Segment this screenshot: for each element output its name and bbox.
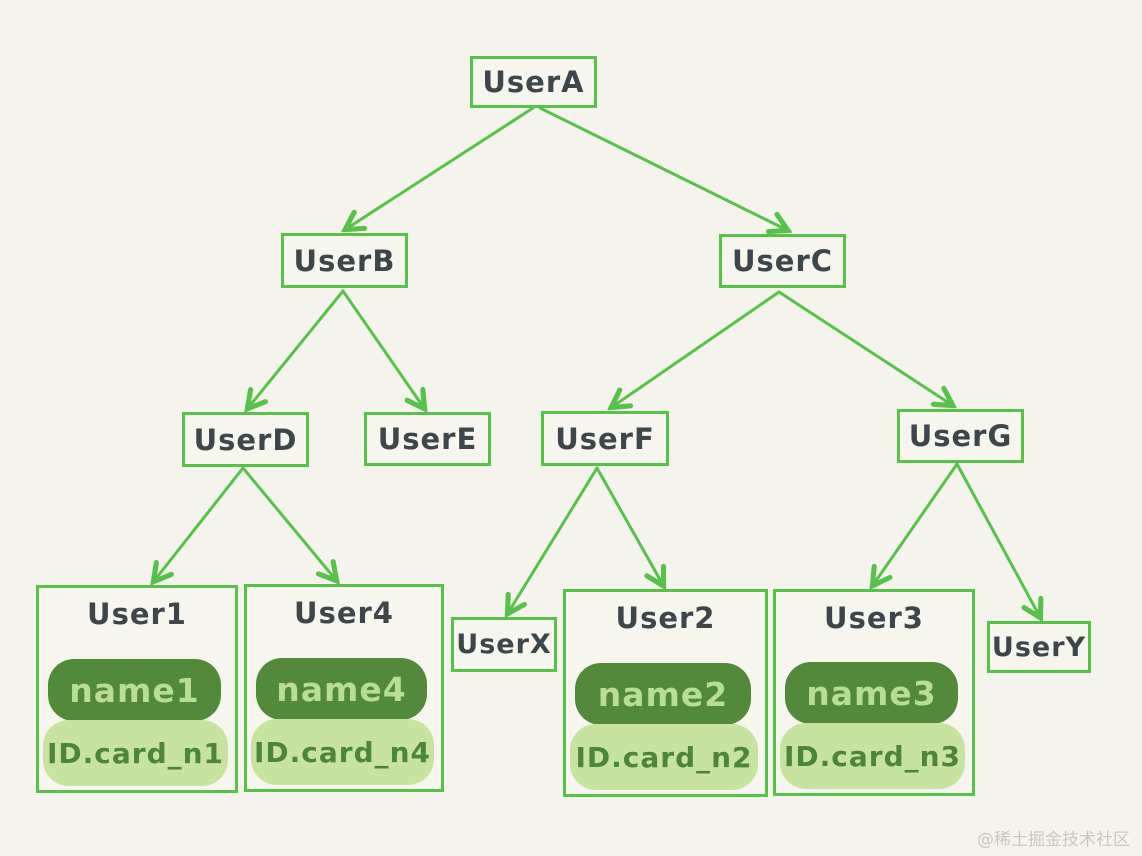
tree-node-userg: UserG (897, 409, 1024, 463)
edge-userc-userg (777, 290, 952, 405)
edge-userc-userf (612, 290, 781, 407)
tree-node-label: UserA (482, 65, 585, 99)
id-card-pill: ID.card_n4 (251, 719, 434, 785)
id-card-pill: ID.card_n2 (570, 724, 758, 790)
card-pills: name4 ID.card_n4 (251, 658, 434, 785)
edge-userf-userx (508, 466, 599, 613)
edge-usera-userb (346, 106, 535, 229)
user-card-user2: User2 name2 ID.card_n2 (563, 589, 768, 797)
card-title: User3 (824, 601, 924, 635)
card-title: User4 (294, 596, 394, 630)
tree-node-userb: UserB (281, 233, 408, 288)
user-card-user1: User1 name1 ID.card_n1 (36, 585, 238, 793)
tree-node-usera: UserA (470, 56, 597, 108)
tree-node-label: UserY (991, 631, 1087, 663)
name-pill: name4 (256, 658, 427, 720)
name-pill: name2 (575, 663, 751, 725)
tree-node-label: UserE (377, 422, 478, 456)
tree-node-label: UserC (731, 244, 834, 278)
tree-node-userx: UserX (451, 617, 557, 672)
tree-node-userf: UserF (541, 411, 669, 466)
edge-userb-userd (248, 289, 345, 408)
edge-usera-userc (538, 106, 787, 230)
tree-node-userc: UserC (719, 234, 846, 288)
tree-node-label: UserX (456, 629, 552, 660)
edge-userd-user1 (154, 466, 245, 581)
edge-userg-usery (955, 462, 1040, 617)
name-pill: name1 (48, 659, 221, 721)
card-title: User2 (615, 601, 716, 635)
name-pill: name3 (785, 662, 958, 724)
watermark: @稀土掘金技术社区 (977, 830, 1130, 850)
tree-node-userd: UserD (182, 412, 309, 467)
user-card-user3: User3 name3 ID.card_n3 (773, 589, 975, 796)
card-pills: name3 ID.card_n3 (780, 662, 965, 789)
tree-node-label: UserB (293, 243, 396, 278)
edge-userd-user4 (241, 466, 336, 580)
card-pills: name2 ID.card_n2 (570, 663, 758, 790)
id-card-pill: ID.card_n1 (43, 720, 228, 786)
edge-userg-user3 (873, 462, 959, 585)
card-title: User1 (87, 597, 187, 631)
tree-node-label: UserF (555, 421, 655, 456)
id-card-pill: ID.card_n3 (780, 723, 965, 789)
tree-node-usere: UserE (364, 412, 491, 466)
tree-node-usery: UserY (987, 621, 1091, 673)
edge-userb-usere (341, 289, 424, 408)
tree-node-label: UserG (908, 419, 1013, 453)
edge-userf-user2 (595, 466, 663, 585)
tree-node-label: UserD (193, 422, 298, 457)
user-card-user4: User4 name4 ID.card_n4 (244, 584, 444, 792)
card-pills: name1 ID.card_n1 (43, 659, 228, 786)
